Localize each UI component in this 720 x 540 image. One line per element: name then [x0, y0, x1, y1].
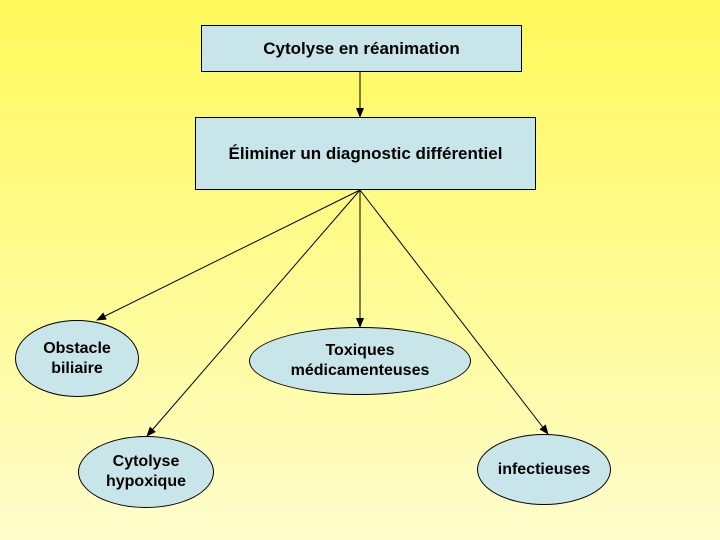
- node-label: Cytolyse en réanimation: [263, 38, 460, 58]
- node-label: Éliminer un diagnostic différentiel: [228, 143, 503, 163]
- node-eliminer-diagnostic-differentiel: Éliminer un diagnostic différentiel: [195, 117, 536, 190]
- node-obstacle-biliaire: Obstacle biliaire: [15, 320, 139, 397]
- node-cytolyse-hypoxique: Cytolyse hypoxique: [78, 436, 214, 508]
- node-toxiques-medicamenteuses: Toxiques médicamenteuses: [249, 327, 471, 395]
- node-label: Obstacle biliaire: [43, 339, 111, 377]
- node-label: Cytolyse hypoxique: [105, 453, 186, 490]
- connector-diff-to-obstacle: [96, 189, 361, 321]
- node-infectieuses: infectieuses: [477, 434, 611, 505]
- connector-diff-to-hypoxique: [146, 189, 361, 437]
- node-cytolyse-en-reanimation: Cytolyse en réanimation: [201, 25, 522, 72]
- node-label: infectieuses: [497, 460, 591, 478]
- node-label: Toxiques médicamenteuses: [290, 342, 430, 379]
- connector-diff-to-infectieuses: [359, 189, 549, 435]
